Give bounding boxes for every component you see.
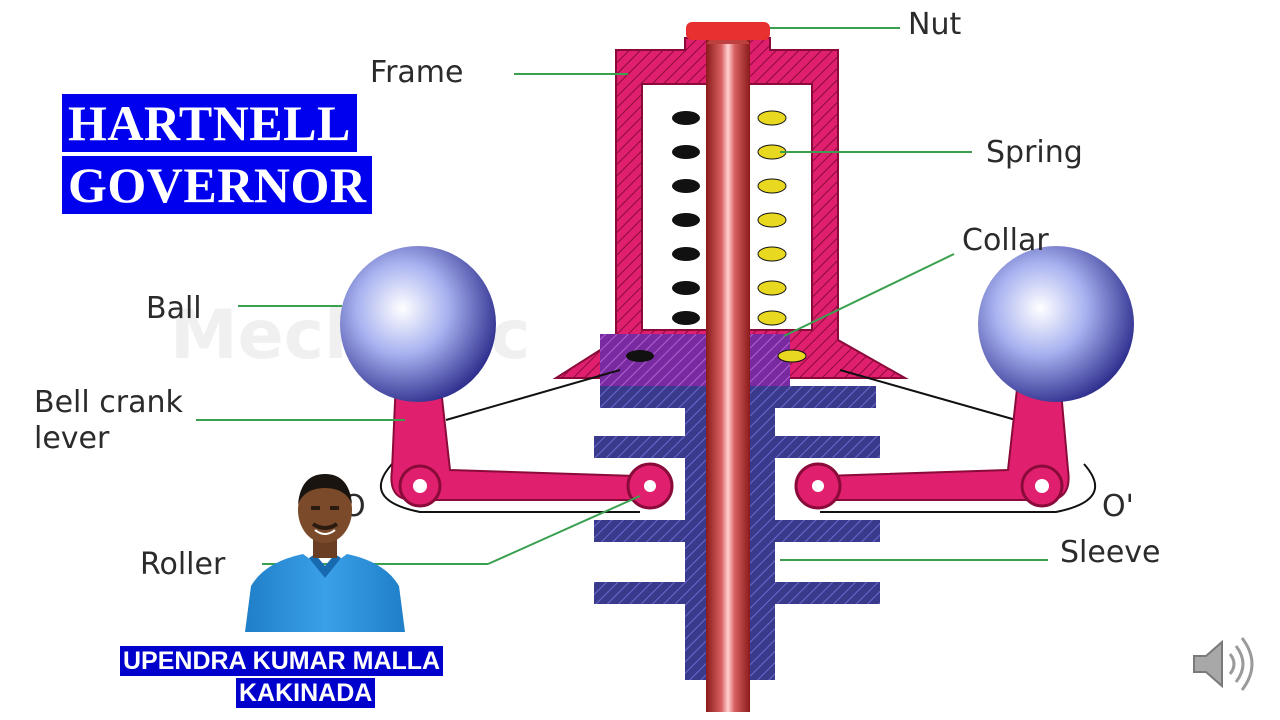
author-place: KAKINADA	[236, 678, 376, 708]
label-bell-crank-1: Bell crank	[34, 385, 183, 420]
presenter-photo	[245, 474, 405, 632]
label-ball: Ball	[146, 291, 202, 326]
nut	[686, 22, 770, 40]
author-name: UPENDRA KUMAR MALLA	[120, 646, 444, 676]
link-lines	[380, 369, 1096, 513]
collar	[600, 334, 790, 386]
speaker-icon[interactable]	[1190, 632, 1260, 696]
title-line-2: GOVERNOR	[62, 156, 373, 214]
spindle	[706, 40, 750, 712]
label-collar: Collar	[962, 223, 1049, 258]
label-frame: Frame	[370, 55, 463, 90]
label-bell-crank-2: lever	[34, 421, 110, 456]
roller-right	[794, 462, 842, 510]
label-pivot-right: O'	[1102, 489, 1134, 524]
spring	[672, 110, 787, 326]
label-spring: Spring	[986, 135, 1083, 170]
label-nut: Nut	[908, 7, 961, 42]
label-roller: Roller	[140, 547, 226, 582]
ball-right	[978, 246, 1134, 402]
label-sleeve: Sleeve	[1060, 535, 1161, 570]
title-line-1: HARTNELL	[62, 94, 357, 152]
roller-left	[626, 462, 674, 510]
ball-left	[340, 246, 496, 402]
